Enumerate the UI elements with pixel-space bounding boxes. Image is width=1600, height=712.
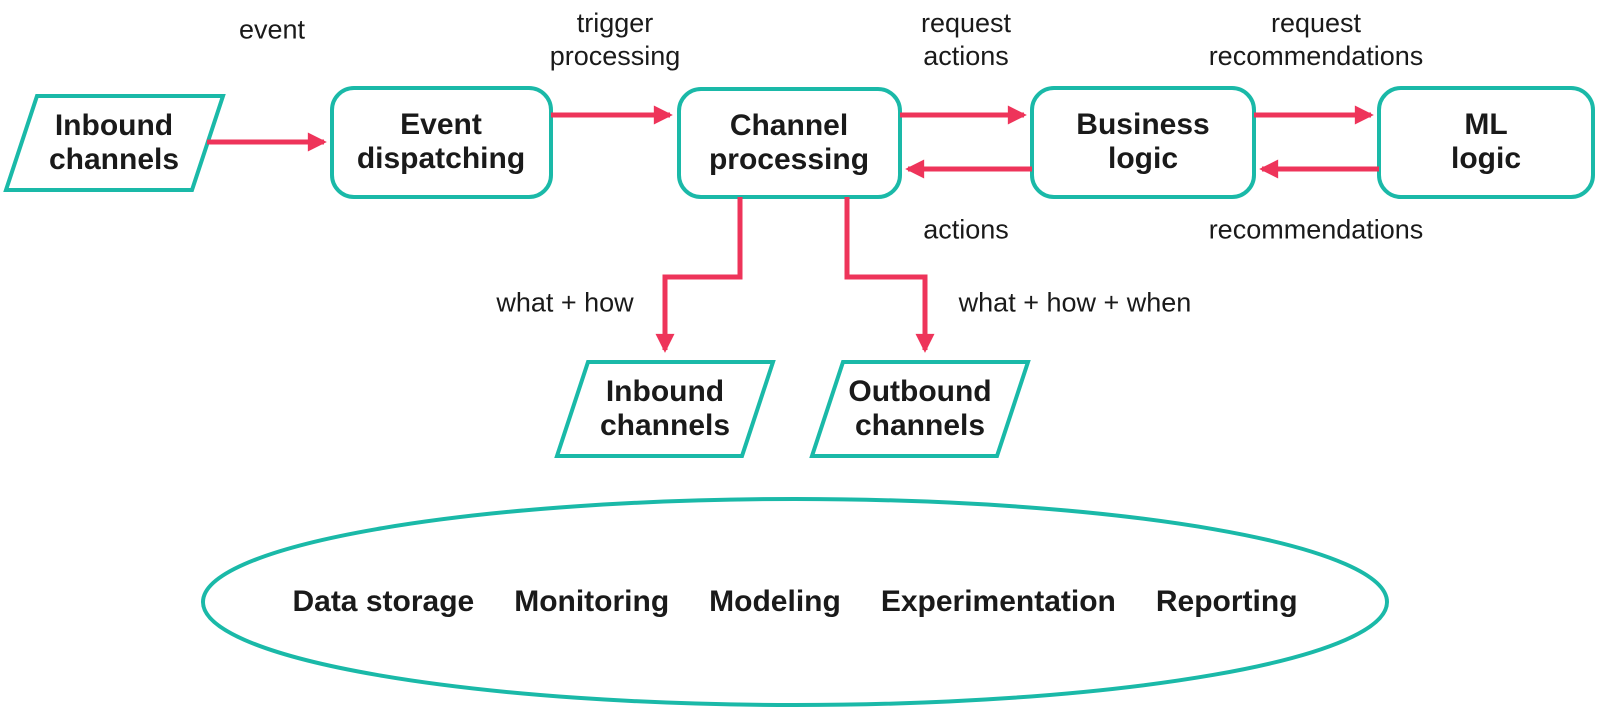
platform-ellipse-shape [201, 497, 1389, 707]
channel-processing-label: Channel processing [708, 109, 870, 176]
arrow-what-how [655, 197, 743, 353]
platform-item-experimentation: Experimentation [880, 585, 1116, 618]
outbound-channels-shape [809, 360, 1031, 458]
inbound-channels-top-label: Inbound channels [48, 109, 180, 176]
edge-label-request-actions: request actions [920, 8, 1012, 71]
edge-label-actions: actions [923, 214, 1009, 245]
platform-item-data-storage: Data storage [292, 585, 475, 618]
platform-item-reporting: Reporting [1155, 585, 1298, 618]
edge-label-what-how-when: what + how + when [958, 287, 1192, 318]
ml-logic-shape [1377, 86, 1595, 199]
event-dispatching-shape [330, 86, 553, 199]
business-logic-shape [1030, 86, 1256, 199]
edge-label-event: event [238, 14, 306, 45]
edge-label-what-how: what + how [496, 287, 634, 318]
business-logic-label: Business logic [1076, 108, 1210, 175]
edge-label-request-recommendations: request recommendations [1208, 8, 1424, 71]
ml-logic-label: ML logic [1450, 108, 1522, 175]
outbound-channels-label: Outbound channels [848, 375, 992, 442]
arrow-what-how-when [844, 197, 935, 353]
platform-item-monitoring: Monitoring [514, 585, 670, 618]
edge-label-recommendations: recommendations [1208, 214, 1424, 245]
inbound-channels-bottom-shape [554, 360, 776, 458]
inbound-channels-bottom-label: Inbound channels [599, 375, 731, 442]
event-dispatching-label: Event dispatching [356, 108, 526, 175]
inbound-channels-top-shape [3, 94, 226, 192]
channel-processing-shape [677, 87, 902, 199]
platform-item-modeling: Modeling [709, 585, 841, 618]
edge-label-trigger-processing: trigger processing [549, 8, 681, 71]
platform-items-row: Data storage Monitoring Modeling Experim… [292, 585, 1297, 619]
